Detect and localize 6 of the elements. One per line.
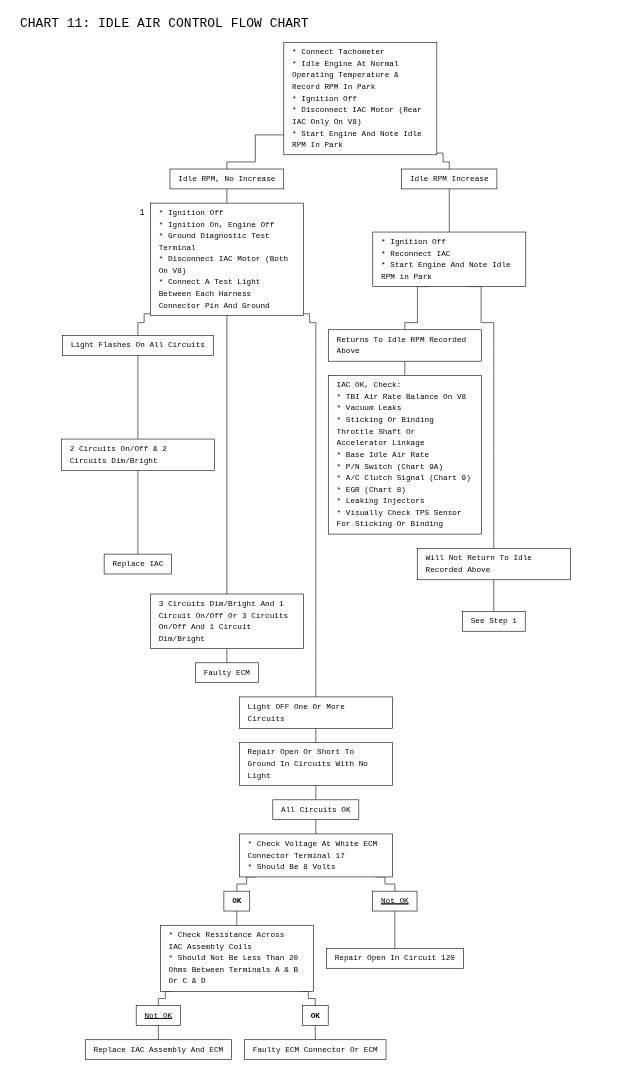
connector (302, 313, 316, 698)
connector (314, 1025, 316, 1041)
connector (315, 728, 316, 743)
connector (157, 1025, 159, 1041)
chart-title: CHART 11: IDLE AIR CONTROL FLOW CHART (20, 16, 309, 31)
connector (436, 152, 450, 170)
